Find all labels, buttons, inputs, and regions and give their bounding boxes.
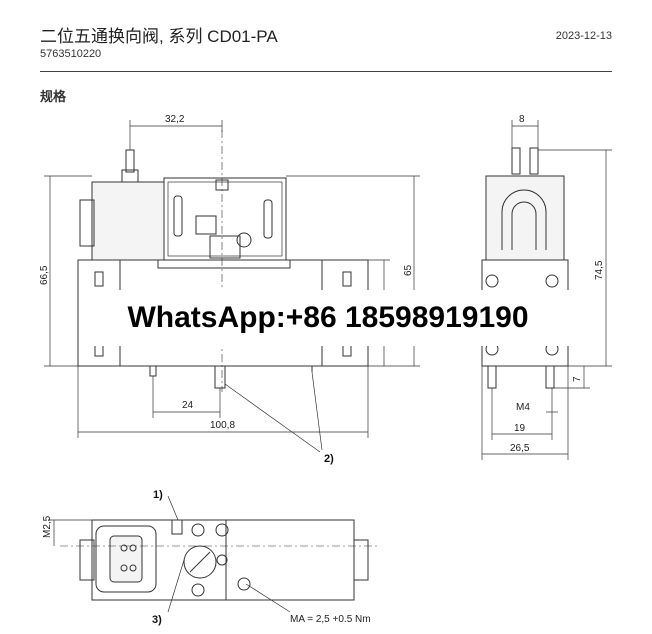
side-coil-window	[501, 189, 547, 250]
top-connector-pin-3	[120, 564, 128, 572]
side-bolt-1	[485, 274, 499, 288]
page-title: 二位五通换向阀, 系列 CD01-PA	[40, 27, 278, 46]
dim-66-5: 66,5	[39, 265, 50, 285]
dim-26-5: 26,5	[510, 443, 530, 454]
dim-24: 24	[182, 400, 194, 411]
top-coil-outline	[95, 525, 157, 593]
front-pin-left	[149, 365, 157, 377]
callout-2: 2)	[324, 453, 334, 465]
leader-torque	[245, 583, 291, 613]
top-bolt-4	[237, 577, 251, 591]
top-view	[60, 519, 380, 601]
front-override-knob	[236, 232, 252, 248]
top-coil-side	[79, 539, 95, 581]
dim-m4: M4	[516, 402, 530, 413]
dim-65: 65	[403, 264, 414, 276]
top-connector-pin-2	[129, 544, 137, 552]
front-override-window	[195, 215, 217, 235]
leader-1	[167, 495, 179, 521]
callout-3: 3)	[152, 614, 162, 626]
dim-74-5: 74,5	[594, 260, 605, 280]
side-coil-body	[485, 175, 565, 261]
side-pin-left	[487, 365, 497, 389]
side-coil-window-inner	[511, 201, 537, 250]
top-connector	[109, 535, 143, 583]
top-view-dimensions	[48, 495, 291, 613]
top-bolt-1	[191, 523, 205, 537]
front-screw-head-3	[342, 271, 352, 287]
front-plate	[157, 259, 291, 269]
side-view-dimensions	[481, 120, 612, 460]
dim-7: 7	[572, 376, 583, 382]
leader-2-b	[311, 371, 323, 451]
section-heading: 规格	[40, 89, 67, 104]
front-coil-body	[91, 181, 165, 261]
side-view	[481, 147, 569, 389]
top-connector-pin-4	[129, 564, 137, 572]
document-date: 2023-12-13	[555, 30, 612, 42]
side-connector-pin-1	[511, 147, 521, 175]
top-end-cap	[353, 539, 369, 581]
dim-m2-5: M2,5	[42, 515, 53, 538]
front-slot-left	[173, 195, 183, 237]
front-pin-right	[214, 365, 226, 389]
dim-100-8: 100,8	[210, 420, 235, 431]
front-slot-right	[263, 199, 273, 239]
front-override-lever	[209, 235, 241, 259]
side-connector-pin-2	[529, 147, 539, 175]
front-connector-pin	[125, 149, 135, 173]
dim-torque: MA = 2,5 +0.5 Nm	[290, 614, 371, 625]
top-bolt-2	[215, 523, 229, 537]
front-coil-side	[79, 199, 95, 247]
callout-1: 1)	[153, 489, 163, 501]
leader-3	[167, 559, 185, 613]
top-override-slot	[189, 551, 211, 573]
front-screw-head-1	[94, 271, 104, 287]
top-bolt-5	[216, 554, 228, 566]
front-connector-base	[121, 169, 139, 183]
dim-32-2: 32,2	[165, 114, 185, 125]
dim-19: 19	[514, 423, 526, 434]
part-number: 5763510220	[40, 48, 102, 60]
top-port-1	[171, 519, 183, 535]
dim-8: 8	[519, 114, 525, 125]
header-divider	[40, 71, 612, 72]
leader-2-a	[224, 383, 321, 453]
top-bolt-3	[191, 583, 205, 597]
front-view	[77, 130, 369, 392]
side-pin-right	[545, 365, 555, 389]
watermark-contact: WhatsApp:+86 18598919190	[79, 290, 577, 346]
top-connector-pin-1	[120, 544, 128, 552]
side-bolt-2	[545, 274, 559, 288]
front-override-inner	[167, 181, 283, 257]
